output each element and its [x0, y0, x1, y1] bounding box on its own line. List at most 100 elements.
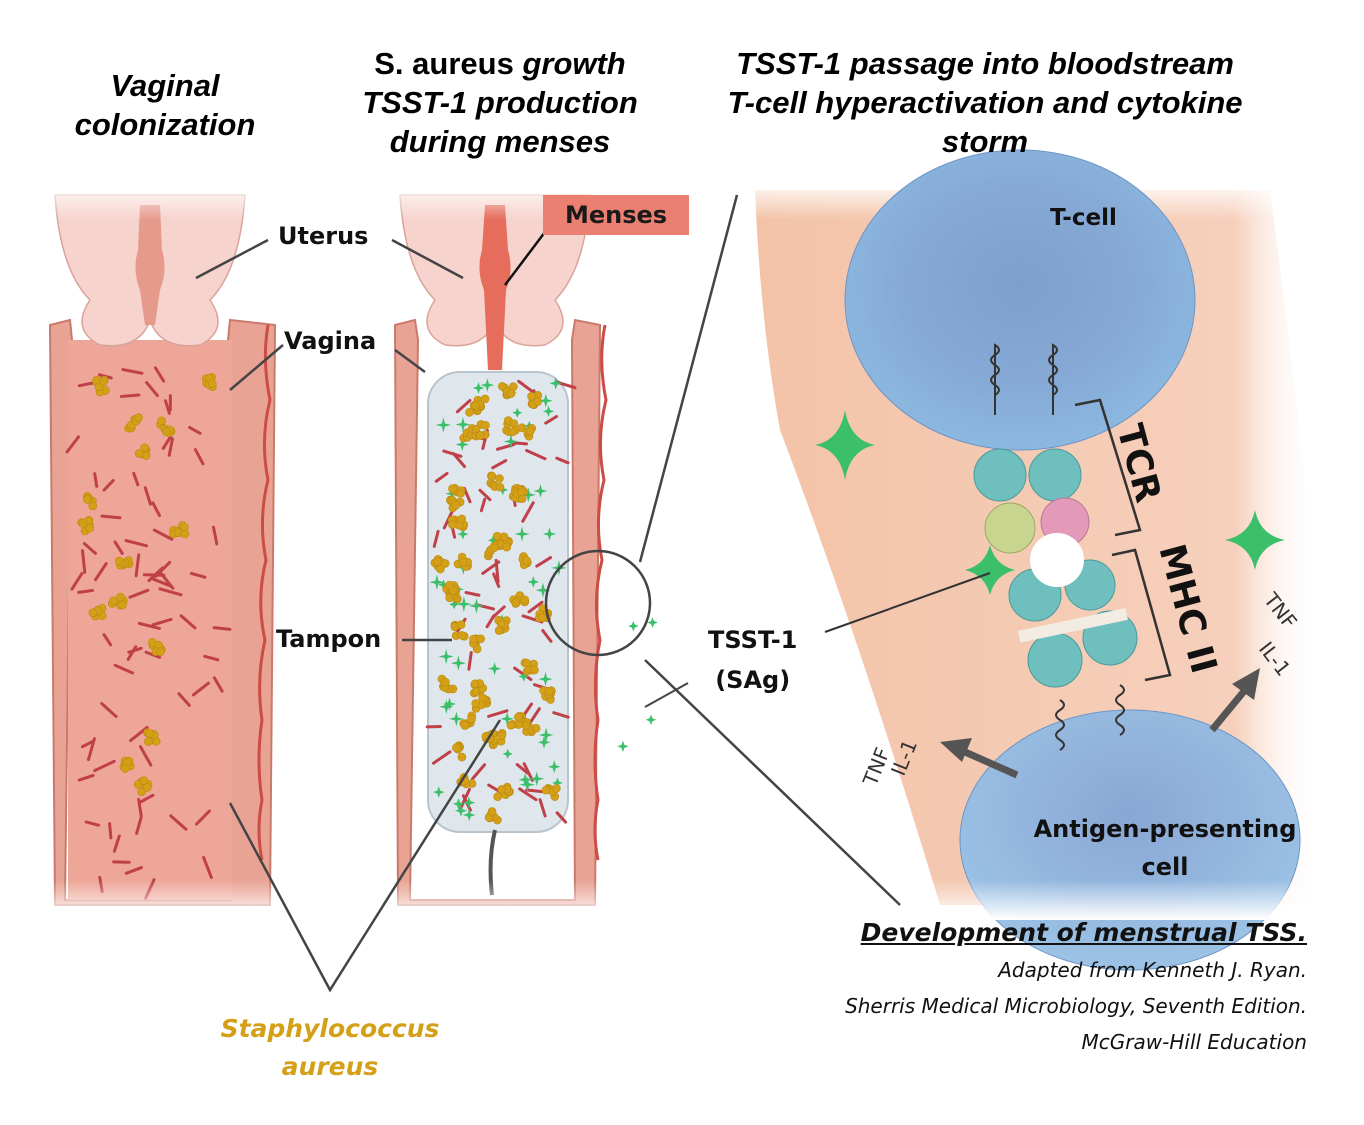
- staph-cluster: [447, 514, 469, 532]
- toxin-particle: [547, 760, 561, 773]
- bacterium-rod: [535, 556, 553, 568]
- toxin-particle: [452, 798, 465, 810]
- citation-line: Sherris Medical Microbiology, Seventh Ed…: [845, 994, 1307, 1018]
- bacterium-rod: [515, 763, 530, 775]
- bacterium-rod: [179, 614, 197, 630]
- toxin-particle: [647, 617, 658, 628]
- staph-cluster: [92, 375, 110, 397]
- staph-cluster: [88, 603, 107, 621]
- toxin-particle: [512, 407, 523, 418]
- toxin-particle: [552, 777, 563, 789]
- staph-cluster: [469, 679, 488, 698]
- bacterium-rod: [142, 573, 166, 577]
- bacterium-rod: [87, 737, 96, 762]
- staph-cluster: [442, 580, 461, 596]
- tcr-bracket: [1074, 398, 1142, 537]
- bacterium-rod: [202, 855, 213, 879]
- label-apc-line: cell: [1141, 853, 1189, 881]
- bacterium-rod: [82, 542, 98, 555]
- staph-cluster: [518, 552, 532, 570]
- bacterium-rod: [432, 529, 440, 548]
- label-tampon: Tampon: [276, 625, 382, 653]
- bacterium-rod: [65, 435, 81, 454]
- bacterium-rod: [124, 866, 143, 875]
- tcr-anchors: [990, 343, 1125, 751]
- toxin-particle: [518, 671, 529, 682]
- bacterium-rod: [494, 558, 500, 584]
- antigen-peptide: [1030, 533, 1084, 587]
- header-line: TSST-1 production: [362, 85, 638, 120]
- toxin-particle: [503, 434, 519, 449]
- bacterium-rod: [464, 590, 481, 597]
- header-line: TSST-1 passage into bloodstream: [736, 46, 1234, 81]
- staph-cluster: [471, 420, 490, 441]
- staph-cluster: [510, 485, 529, 503]
- bacterium-rod: [158, 587, 183, 597]
- bacterium-rod: [479, 497, 487, 513]
- staph-cluster: [484, 541, 499, 561]
- label-tsst1: TSST-1 (SAg): [708, 620, 797, 700]
- staph-cluster: [119, 756, 135, 773]
- bacterium-rod: [517, 379, 535, 394]
- vaginal-lumen: [68, 340, 232, 900]
- bacterium-rod: [100, 702, 118, 718]
- menses-canal: [479, 205, 511, 370]
- staph-cluster: [143, 728, 161, 746]
- header-line: during menses: [389, 124, 611, 159]
- toxin-particle: [617, 740, 629, 753]
- staph-cluster: [517, 423, 537, 441]
- bacterium-rod: [212, 676, 224, 693]
- bacterium-rod: [138, 745, 153, 767]
- tampon-staph-clusters: [430, 381, 561, 825]
- bacterium-rod: [161, 435, 173, 450]
- bacterium-rod: [81, 549, 87, 574]
- bacterium-rod: [491, 459, 508, 470]
- bacterium-rod: [84, 820, 100, 827]
- label-menses: Menses: [543, 195, 690, 235]
- species-name: S. aureus: [374, 46, 523, 81]
- citation-title: Development of menstrual TSS.: [860, 918, 1307, 947]
- staph-cluster: [471, 693, 492, 713]
- toxin-particle: [514, 526, 530, 542]
- bacterium-rod: [177, 692, 191, 707]
- zoom-line-bottom: [644, 659, 901, 906]
- toxin-particle: [487, 535, 499, 546]
- bacterium-rod: [113, 540, 124, 555]
- tsst1-pointer: [824, 572, 991, 633]
- staph-cluster: [506, 711, 527, 730]
- staph-cluster: [452, 741, 467, 762]
- bacterium-rod: [112, 834, 121, 853]
- bacterium-rod: [127, 646, 143, 654]
- staph-cluster: [169, 521, 190, 539]
- staph-cluster: [484, 807, 502, 825]
- header-bloodstream: TSST-1 passage into bloodstream T-cell h…: [690, 44, 1280, 161]
- toxin-particle: [502, 748, 513, 759]
- bacterium-rod: [150, 576, 173, 588]
- toxin-particle: [518, 773, 532, 787]
- bacterium-rod: [143, 486, 152, 506]
- toxin-particle: [449, 599, 460, 610]
- bacterium-rod: [100, 514, 122, 520]
- staph-cluster: [527, 391, 543, 410]
- bacterium-rod: [153, 366, 166, 383]
- bacterium-rod: [134, 553, 141, 578]
- bacterium-rod: [478, 488, 492, 502]
- staph-cluster: [494, 615, 511, 635]
- bacterium-rod: [189, 571, 207, 579]
- bacterium-rod: [167, 437, 174, 457]
- bacterium-rod: [151, 617, 173, 627]
- staph-cluster: [77, 516, 94, 536]
- staph-cluster: [453, 552, 472, 571]
- label-staph-line: Staphylococcus: [220, 1014, 440, 1043]
- toxin-particle: [438, 579, 450, 591]
- bacterium-rod: [151, 501, 162, 518]
- bacterium-rod: [121, 368, 144, 375]
- bacterium-rod: [527, 600, 544, 614]
- header-line: colonization: [74, 107, 256, 142]
- bacterium-rod: [487, 709, 509, 718]
- toxin-particle: [527, 576, 540, 588]
- bacterium-rod: [513, 666, 533, 682]
- staph-cluster: [108, 592, 128, 610]
- toxin-particle: [542, 527, 557, 541]
